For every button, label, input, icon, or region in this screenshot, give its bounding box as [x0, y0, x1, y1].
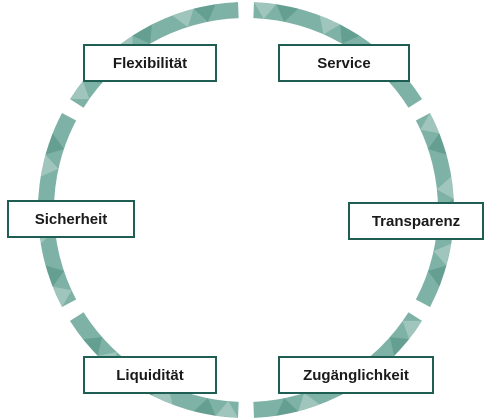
ring-facet — [436, 176, 454, 199]
ring-facet — [402, 80, 423, 100]
ring-facet — [433, 154, 452, 177]
ring-facet — [69, 80, 90, 100]
label-service-text: Service — [317, 54, 371, 72]
label-sicherheit: Sicherheit — [7, 200, 135, 238]
ring-facet — [319, 15, 341, 35]
label-liquiditaet: Liquidität — [83, 356, 217, 394]
label-liquiditaet-text: Liquidität — [116, 366, 184, 384]
ring-facet — [45, 265, 64, 287]
ring-facet — [433, 243, 452, 266]
ring-facet — [340, 24, 360, 44]
ring-facet — [298, 8, 320, 28]
ring-facet — [172, 392, 194, 412]
ring-facet — [69, 320, 90, 340]
label-service: Service — [278, 44, 410, 82]
ring-facet — [38, 176, 56, 199]
label-flexibilitaet: Flexibilität — [83, 44, 217, 82]
ring-facet — [428, 265, 447, 287]
ring-facet — [420, 286, 440, 308]
label-flexibilitaet-text: Flexibilität — [112, 54, 188, 72]
label-sicherheit-text: Sicherheit — [34, 210, 108, 228]
ring-facet — [420, 112, 440, 134]
ring-facet — [151, 15, 173, 35]
ring-facet — [253, 2, 277, 19]
ring-facet — [215, 401, 239, 418]
ring-facet — [428, 133, 447, 155]
ring-facet — [298, 392, 320, 412]
ring-facet — [389, 337, 410, 356]
ring-facet — [52, 112, 72, 134]
ring-facet — [40, 154, 59, 177]
ring-facet — [40, 243, 59, 266]
ring-facet — [193, 4, 216, 22]
label-zugaenglichkeit-text: Zugänglichkeit — [303, 366, 409, 384]
label-transparenz: Transparenz — [348, 202, 484, 240]
ring-facet — [276, 398, 299, 416]
ring-facet — [172, 8, 194, 28]
ring-facet — [45, 133, 64, 155]
ring-facet — [82, 337, 103, 356]
ring-facet — [215, 2, 239, 19]
label-zugaenglichkeit: Zugänglichkeit — [278, 356, 434, 394]
ring-facet — [52, 286, 72, 308]
ring-facet — [193, 398, 216, 416]
ring-facet — [276, 4, 299, 22]
ring-facet — [253, 401, 277, 418]
label-transparenz-text: Transparenz — [371, 212, 461, 230]
ring-facet — [402, 320, 423, 340]
ring-facet — [132, 24, 152, 44]
